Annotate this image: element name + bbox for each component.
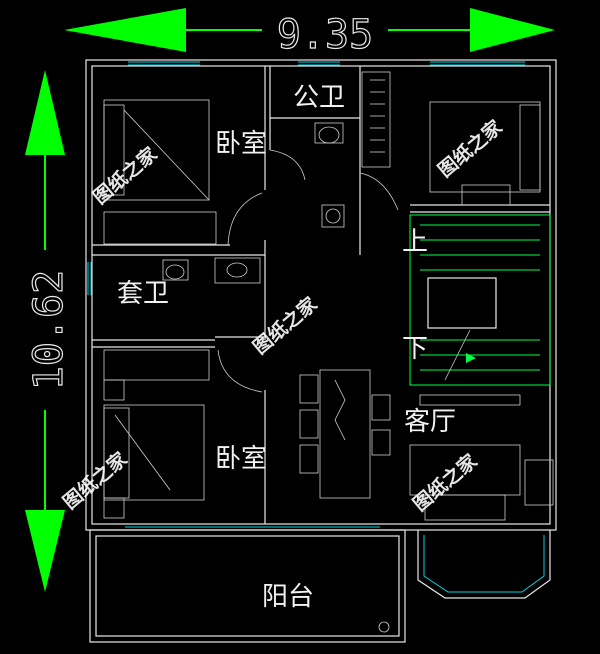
width-label: 9.35	[277, 12, 373, 58]
room-label-ensuite-bath: 套卫	[117, 279, 169, 309]
room-label-balcony: 阳台	[262, 582, 314, 612]
balcony	[89, 526, 406, 643]
bed-top-right	[429, 101, 541, 206]
watermark: 图纸之家	[58, 447, 132, 514]
width-dimension: 9.35	[64, 8, 555, 59]
room-label-stair-down: 下	[402, 334, 428, 364]
bed-top-left	[103, 99, 210, 201]
down-arrow-icon	[25, 510, 65, 592]
watermark: 图纸之家	[248, 292, 322, 359]
bed-bottom-left	[103, 379, 205, 519]
room-label-bedroom-bottom: 卧室	[215, 444, 267, 474]
room-label-stair-up: 上	[402, 227, 428, 257]
height-label: 10.62	[26, 270, 72, 390]
interior-walls	[92, 66, 550, 524]
room-label-public-bath: 公卫	[293, 83, 345, 113]
wardrobe	[103, 71, 391, 381]
room-label-bedroom-top: 卧室	[215, 129, 267, 159]
watermark: 图纸之家	[433, 115, 507, 182]
bathroom-fixtures	[162, 122, 345, 284]
up-arrow-icon	[25, 70, 65, 155]
staircase	[409, 214, 551, 386]
room-label-living-room: 客厅	[404, 407, 456, 437]
watermark: 图纸之家	[88, 142, 162, 209]
left-arrow-icon	[64, 8, 186, 52]
bay-window	[417, 530, 551, 599]
height-dimension: 10.62	[25, 70, 73, 592]
dining-table	[299, 369, 391, 499]
right-arrow-icon	[470, 8, 555, 52]
watermark: 图纸之家	[408, 449, 482, 516]
sofa-set	[409, 394, 554, 521]
